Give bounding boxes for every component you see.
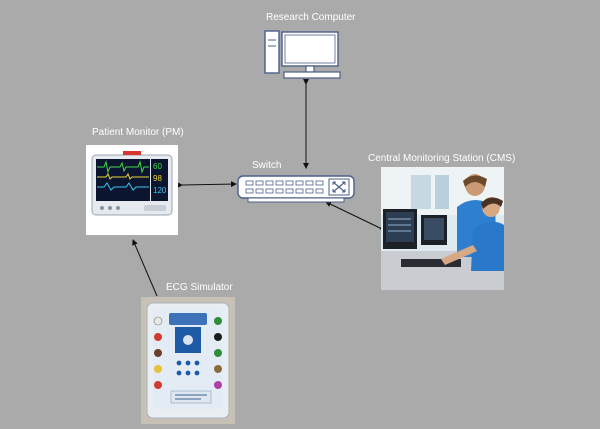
patient-monitor-photo: 60 98 120 (86, 145, 178, 235)
cms-label: Central Monitoring Station (CMS) (368, 153, 516, 164)
monitoring-station-photo (381, 167, 504, 290)
desktop-computer-icon (264, 30, 341, 79)
patient-monitor-label: Patient Monitor (PM) (92, 127, 184, 138)
network-switch-icon (237, 175, 355, 203)
link-cms-switch (325, 201, 386, 233)
ecg-simulator-label: ECG Simulator (166, 282, 233, 293)
ecg-simulator-photo (141, 297, 235, 424)
svg-text:120: 120 (153, 186, 167, 195)
link-ecg-pm (132, 239, 158, 297)
svg-text:98: 98 (153, 174, 162, 183)
link-pm-switch (176, 181, 237, 189)
switch-label: Switch (252, 160, 282, 171)
research-computer-label: Research Computer (266, 12, 356, 23)
svg-text:60: 60 (153, 162, 162, 171)
